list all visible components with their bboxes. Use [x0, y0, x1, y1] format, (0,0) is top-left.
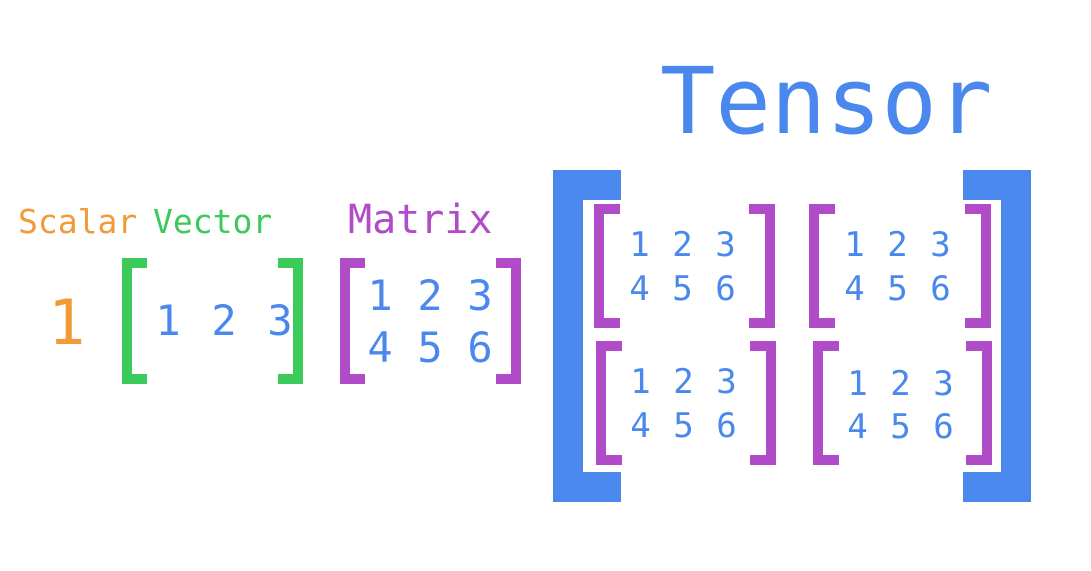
tensor-cell: 2 [887, 225, 908, 265]
vector-cell: 2 [211, 296, 237, 345]
vector-cell: 3 [267, 296, 293, 345]
matrix-left-bracket [340, 258, 365, 384]
tensor-block-row: 4 5 6 [619, 409, 748, 443]
scalar-value: 1 [48, 286, 86, 359]
tensor-block-row: 4 5 6 [618, 272, 747, 306]
tensor-cell: 5 [673, 406, 694, 446]
tensor-cell: 6 [716, 406, 737, 446]
vector-cell: 1 [155, 296, 181, 345]
tensor-cell: 4 [629, 269, 650, 309]
tensor-cell: 4 [844, 269, 865, 309]
tensor-cell: 2 [890, 364, 911, 404]
tensor-cell: 5 [672, 269, 693, 309]
matrix-cell: 3 [467, 271, 493, 320]
tensor-block-right-bracket [750, 341, 776, 465]
tensor-cell: 6 [930, 269, 951, 309]
scalar-label: Scalar [18, 202, 138, 241]
matrix-label: Matrix [348, 197, 493, 243]
tensor-cell: 6 [933, 407, 954, 447]
tensor-cell: 1 [630, 362, 651, 402]
tensor-cell: 1 [844, 225, 865, 265]
tensor-cell: 5 [890, 407, 911, 447]
tensor-right-bracket [963, 170, 1031, 502]
tensor-block-row: 4 5 6 [833, 272, 962, 306]
tensor-cell: 2 [672, 225, 693, 265]
tensor-block-right-bracket [966, 341, 992, 465]
vector-left-bracket [122, 258, 147, 384]
tensor-block-row: 1 2 3 [836, 367, 965, 401]
tensor-block-left-bracket [809, 204, 835, 328]
matrix-cell: 5 [417, 323, 443, 372]
matrix-cell: 4 [367, 323, 393, 372]
matrix-row: 1 2 3 [355, 275, 505, 317]
tensor-block-row: 1 2 3 [833, 228, 962, 262]
vector-right-bracket [278, 258, 303, 384]
matrix-right-bracket [496, 258, 521, 384]
tensor-block-right-bracket [965, 204, 991, 328]
tensor-label: Tensor [660, 48, 993, 155]
tensor-cell: 1 [847, 364, 868, 404]
tensor-block-right-bracket [749, 204, 775, 328]
tensor-cell: 4 [847, 407, 868, 447]
tensor-cell: 6 [715, 269, 736, 309]
tensor-block-row: 1 2 3 [619, 365, 748, 399]
tensor-cell: 1 [629, 225, 650, 265]
tensor-block-row: 4 5 6 [836, 410, 965, 444]
tensor-cell: 2 [673, 362, 694, 402]
tensor-cell: 3 [715, 225, 736, 265]
matrix-cell: 2 [417, 271, 443, 320]
tensor-cell: 5 [887, 269, 908, 309]
matrix-row: 4 5 6 [355, 327, 505, 369]
matrix-cell: 6 [467, 323, 493, 372]
tensor-block-row: 1 2 3 [618, 228, 747, 262]
tensor-cell: 3 [716, 362, 737, 402]
vector-row: 1 2 3 [140, 300, 308, 342]
vector-label: Vector [153, 202, 273, 241]
tensor-left-bracket [553, 170, 621, 502]
tensor-cell: 3 [933, 364, 954, 404]
tensor-block-left-bracket [813, 341, 839, 465]
tensor-cell: 4 [630, 406, 651, 446]
tensor-block-left-bracket [596, 341, 622, 465]
tensor-block-left-bracket [594, 204, 620, 328]
matrix-cell: 1 [367, 271, 393, 320]
tensor-cell: 3 [930, 225, 951, 265]
